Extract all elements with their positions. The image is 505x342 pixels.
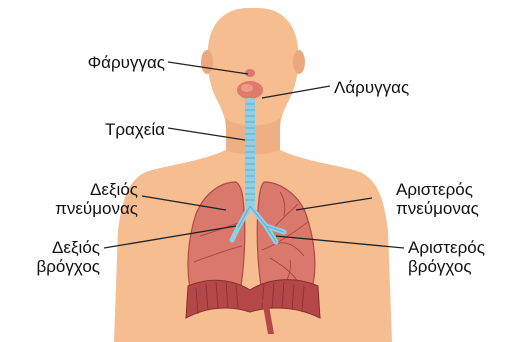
label-right-bronchus: Δεξιός βρόγχος <box>20 238 100 276</box>
label-pharynx: Φάρυγγας <box>60 53 165 72</box>
right-ear <box>293 50 305 74</box>
label-left-bronchus: Αριστερός βρόγχος <box>408 238 485 276</box>
label-left-bronchus-line1: Αριστερός <box>408 238 485 257</box>
label-right-bronchus-line2: βρόγχος <box>20 257 100 276</box>
label-trachea: Τραχεία <box>70 120 165 139</box>
larynx-highlight <box>241 84 253 92</box>
label-larynx: Λάρυγγας <box>334 78 409 97</box>
label-left-lung-line1: Αριστερός <box>396 180 479 199</box>
label-left-lung: Αριστερός πνεύμονας <box>396 180 479 218</box>
label-right-lung: Δεξιός πνεύμονας <box>40 180 138 218</box>
label-right-lung-line1: Δεξιός <box>40 180 138 199</box>
pharynx-shape <box>245 69 255 77</box>
label-right-lung-line2: πνεύμονας <box>40 199 138 218</box>
label-right-bronchus-line1: Δεξιός <box>20 238 100 257</box>
label-left-bronchus-line2: βρόγχος <box>408 257 485 276</box>
label-left-lung-line2: πνεύμονας <box>396 199 479 218</box>
left-ear <box>201 50 213 74</box>
trachea-tube <box>245 98 255 208</box>
